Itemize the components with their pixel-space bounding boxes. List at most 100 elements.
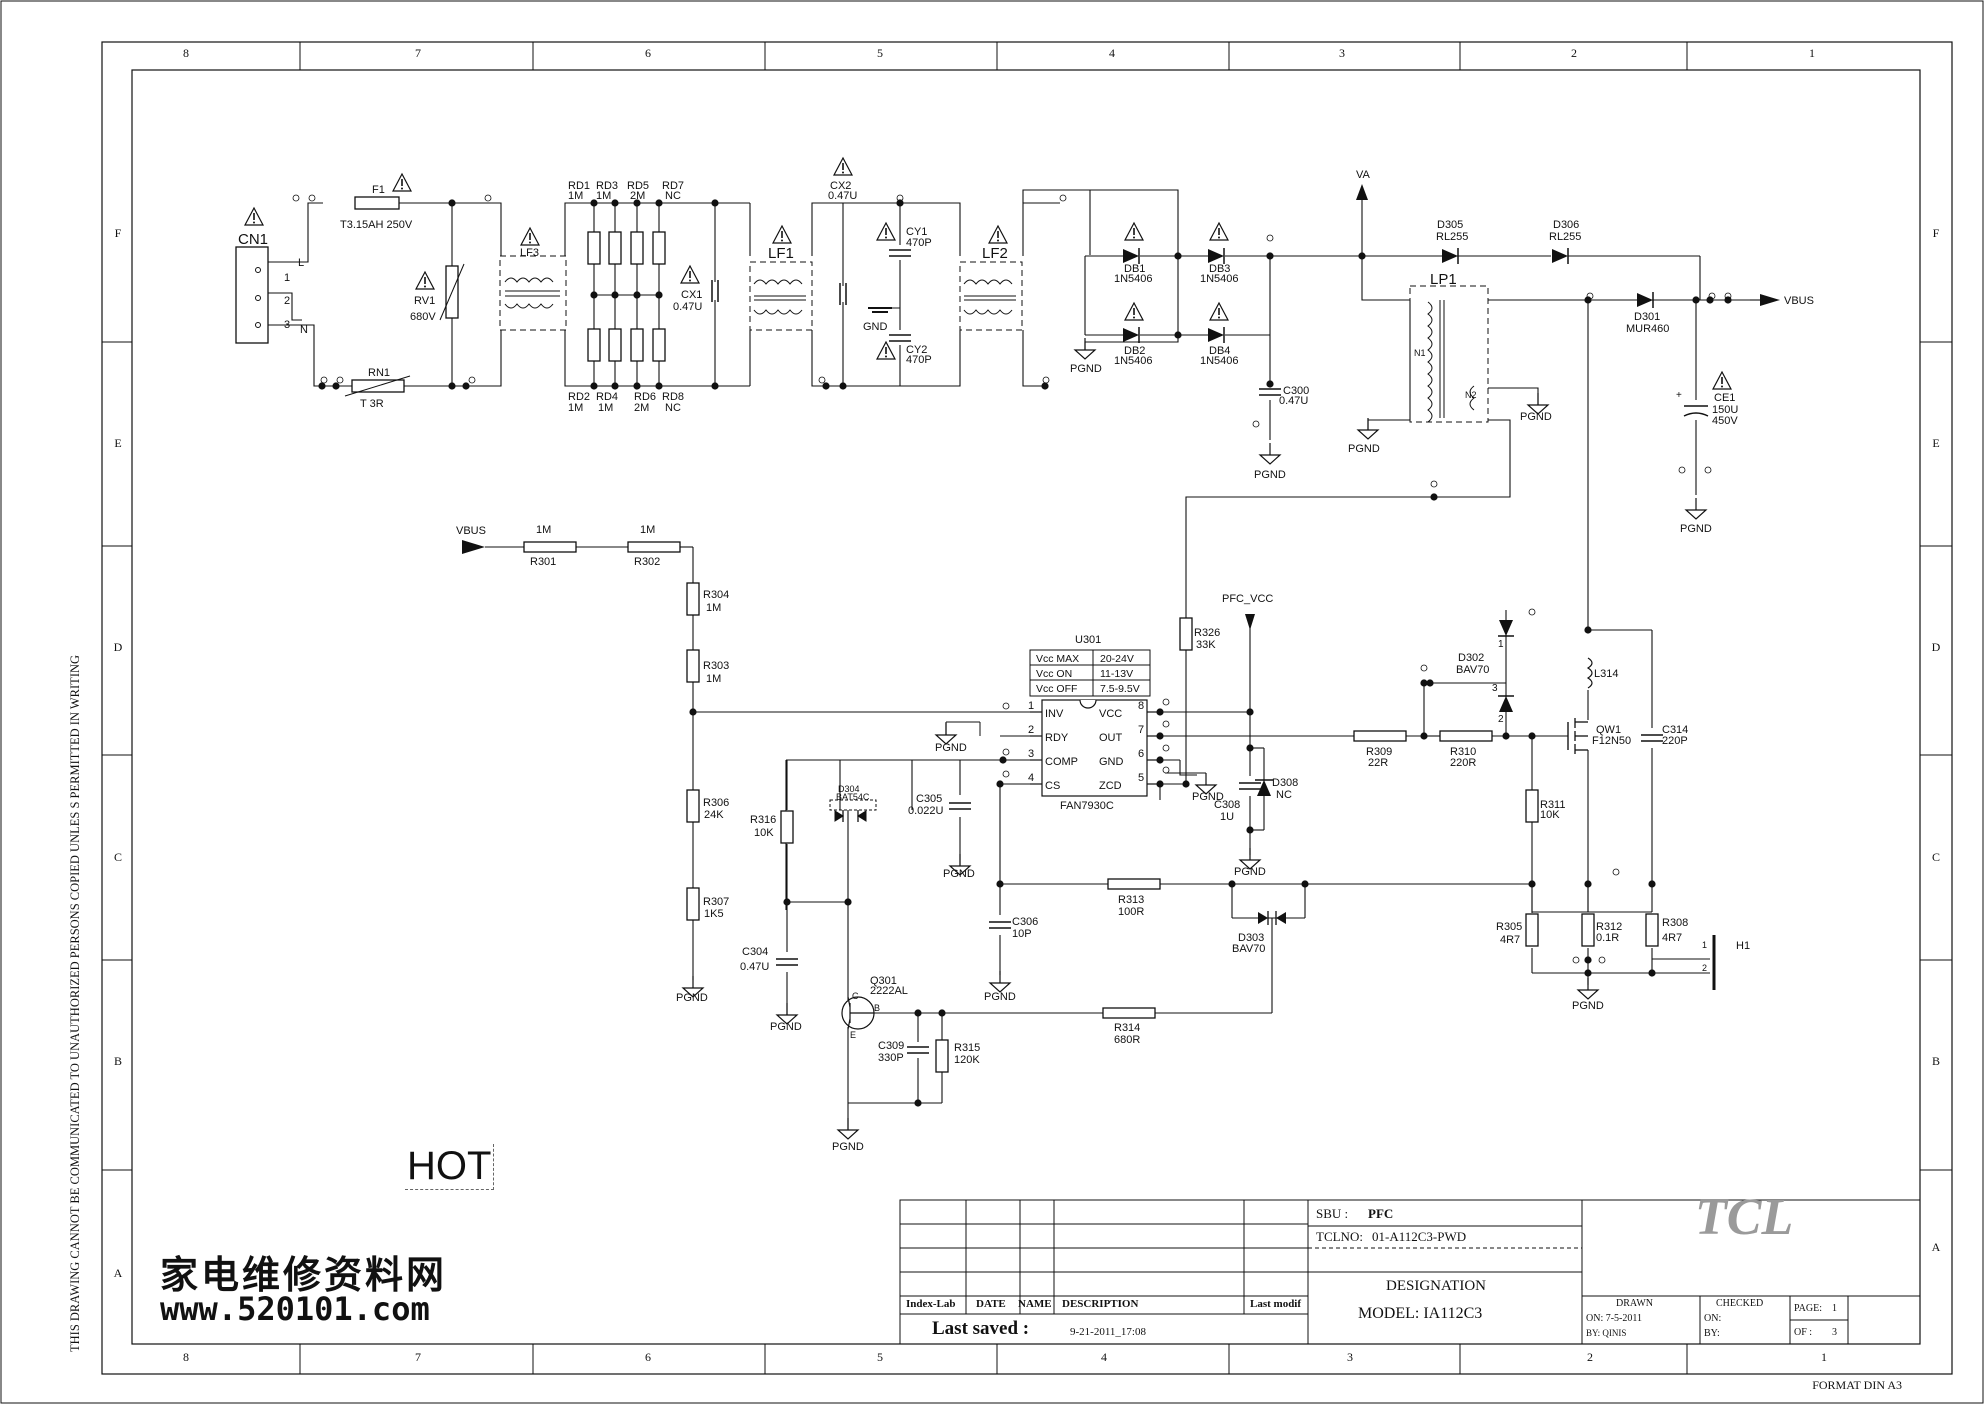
- col-name: NAME: [1018, 1298, 1052, 1310]
- cn1-connector: [235, 207, 269, 344]
- f1-value: T3.15AH 250V: [340, 219, 413, 231]
- va-arrow-icon: [1356, 184, 1368, 200]
- pgnd-label-lp1-n2: PGND: [1520, 411, 1552, 423]
- zone-col-bottom-8: 8: [183, 1350, 189, 1364]
- u301-pin3-number: 3: [1028, 748, 1034, 760]
- gnd-label: GND: [863, 321, 888, 333]
- pfc-vcc-label: PFC_VCC: [1222, 593, 1273, 605]
- c314-value: 220P: [1662, 735, 1688, 747]
- rd1-value: 1M: [568, 190, 583, 202]
- sbu-label: SBU :: [1316, 1206, 1349, 1221]
- c304-label: C304: [742, 946, 768, 958]
- db3-value: 1N5406: [1200, 273, 1239, 285]
- pgnd-label-ce1: PGND: [1680, 523, 1712, 535]
- vbus-in-arrow-icon: [462, 540, 485, 554]
- c306-label: C306: [1012, 916, 1038, 928]
- cx2-label: CX2: [830, 180, 851, 192]
- d301-label: D301: [1634, 311, 1660, 323]
- rd5-value: 2M: [630, 190, 645, 202]
- zone-row-left-d: D: [113, 640, 123, 654]
- zone-col-top-5: 5: [877, 46, 883, 60]
- rv1-varistor: [439, 263, 465, 321]
- d303-diode: [1258, 911, 1286, 925]
- tclno-value: 01-A112C3-PWD: [1372, 1229, 1467, 1244]
- cy1-value: 470P: [906, 237, 932, 249]
- db2-label: DB2: [1124, 345, 1145, 357]
- pgnd-label-c306: PGND: [984, 991, 1016, 1003]
- zone-row-right-f: F: [1932, 226, 1940, 240]
- u301-pin1-number: 1: [1028, 700, 1034, 712]
- u301-label: U301: [1075, 634, 1101, 646]
- zone-row-right-c: C: [1931, 850, 1940, 864]
- l314-label: L314: [1594, 668, 1618, 680]
- pfc-vcc-arrow-icon: [1245, 614, 1255, 630]
- q301-transistor: [841, 996, 875, 1030]
- d301-value: MUR460: [1626, 323, 1669, 335]
- qw1-label: QW1: [1596, 724, 1621, 736]
- d302-label: D302: [1458, 652, 1484, 664]
- pgnd-label-shunt: PGND: [1572, 1000, 1604, 1012]
- r311-label: R311: [1540, 799, 1565, 811]
- rn1-value: T 3R: [360, 398, 384, 410]
- d305-label: D305: [1437, 219, 1463, 231]
- zone-row-left-e: E: [114, 436, 122, 450]
- cy1-label: CY1: [906, 226, 927, 238]
- q301-pin-e: E: [850, 1030, 856, 1040]
- rn1-label: RN1: [368, 367, 390, 379]
- lf3-label: LF3: [520, 247, 539, 259]
- u301-pin7-number: 7: [1138, 724, 1144, 736]
- db4-value: 1N5406: [1200, 355, 1239, 367]
- cn1-pin1: 1: [284, 272, 290, 284]
- d305-value: RL255: [1436, 231, 1468, 243]
- zone-row-right-b: B: [1931, 1054, 1940, 1068]
- page-label: PAGE:: [1794, 1303, 1822, 1314]
- zone-row-left-a: A: [113, 1266, 123, 1280]
- svg-text:+: +: [1676, 390, 1682, 401]
- watermark-chinese: 家电维修资料网: [160, 1252, 448, 1297]
- d304-label: D304: [838, 784, 860, 794]
- vbus-out-arrow-icon: [1760, 294, 1780, 306]
- zone-col-top-2: 2: [1571, 46, 1577, 60]
- rd3-value: 1M: [596, 190, 611, 202]
- designation-label: DESIGNATION: [1386, 1278, 1486, 1294]
- lp1-n2-label: N2: [1465, 390, 1477, 400]
- u301-pin-gnd: GND: [1099, 756, 1124, 768]
- ce1-capacitance: 150U: [1712, 404, 1738, 416]
- r326-label: R326: [1194, 627, 1220, 639]
- rv1-label: RV1: [414, 295, 435, 307]
- zone-row-right-d: D: [1931, 640, 1941, 654]
- db3-label: DB3: [1209, 263, 1230, 275]
- vbus-in-label: VBUS: [456, 525, 486, 537]
- checked-by: BY:: [1704, 1328, 1720, 1339]
- rd6-label: RD6: [634, 391, 656, 403]
- r309-label: R309: [1366, 746, 1392, 758]
- u301-pin-rdy: RDY: [1045, 732, 1069, 744]
- of-value: 3: [1832, 1327, 1837, 1338]
- d304-diode: [829, 799, 877, 822]
- lf3-choke: [499, 255, 567, 331]
- r303-value: 1M: [706, 673, 721, 685]
- d302-pin3: 3: [1492, 683, 1498, 694]
- col-date: DATE: [976, 1298, 1006, 1310]
- c309-label: C309: [878, 1040, 904, 1052]
- cy2-value: 470P: [906, 354, 932, 366]
- zone-col-bottom-6: 6: [645, 1350, 651, 1364]
- r310-value: 220R: [1450, 757, 1476, 769]
- q301-pin-c: C: [852, 991, 859, 1001]
- r304-value: 1M: [706, 602, 721, 614]
- zone-row-right-a: A: [1931, 1240, 1941, 1254]
- db2-value: 1N5406: [1114, 355, 1153, 367]
- rd7-value: NC: [665, 190, 681, 202]
- r307-value: 1K5: [704, 908, 724, 920]
- rd7-label: RD7: [662, 180, 684, 192]
- pgnd-label-c304: PGND: [770, 1021, 802, 1033]
- col-last-modif: Last modif: [1250, 1298, 1302, 1310]
- zone-col-top-7: 7: [415, 46, 421, 60]
- drawn-on: ON: 7-5-2011: [1586, 1313, 1643, 1324]
- u301-pin2-number: 2: [1028, 724, 1034, 736]
- u301-pin-comp: COMP: [1045, 756, 1078, 768]
- zone-row-right-e: E: [1932, 436, 1940, 450]
- vcc-max-label: Vcc MAX: [1036, 653, 1079, 665]
- vcc-max-value: 20-24V: [1100, 653, 1134, 665]
